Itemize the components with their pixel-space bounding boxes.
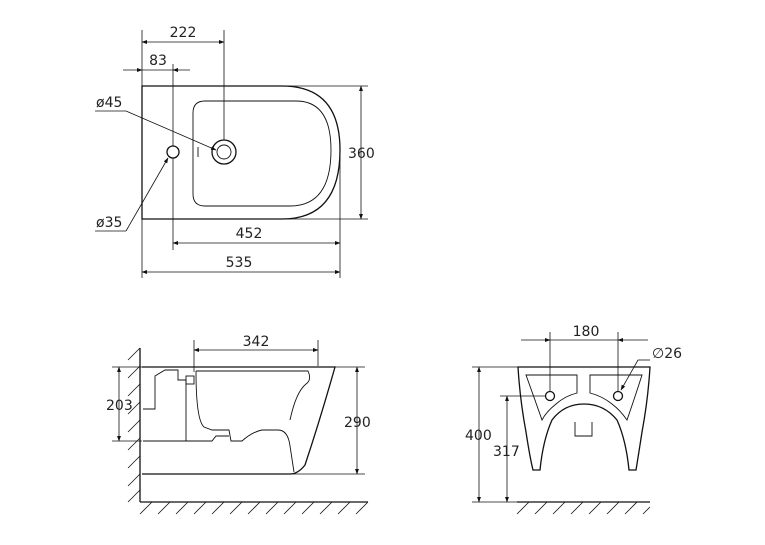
dim-label-535: 535 [226,255,253,271]
rear-view-drain [574,422,593,437]
side-view-base [143,435,229,442]
top-view: 222 83 ø45 ø35 360 452 535 [95,25,375,278]
dim-label-diameter-26: ∅26 [652,346,682,362]
dim-label-342: 342 [243,334,270,350]
dim-label-203: 203 [106,398,133,414]
side-view-bowl [195,370,295,473]
dim-label-360: 360 [348,146,375,162]
dim-label-317: 317 [493,444,520,460]
dim-label-452: 452 [236,226,263,242]
rear-view-hole-right [612,390,624,402]
floor-hatching [516,501,651,515]
top-view-outline [141,85,341,220]
tap-hole-inner [216,144,232,160]
dim-label-diameter-45: ø45 [96,95,122,111]
rear-view-pocket-left [525,374,578,422]
floor-hatching [139,501,369,515]
tap-hole [211,139,237,165]
side-view-outline [142,366,336,475]
overflow-hole [166,145,180,159]
side-view: 342 203 290 [106,334,371,515]
top-view-bowl [192,100,332,207]
wall-hatching [127,347,141,503]
side-view-bowl-wall [196,370,311,421]
leader-35 [125,157,169,232]
rear-view-pocket-right [589,374,643,421]
side-view-inlet [143,369,187,442]
dim-label-83: 83 [149,53,167,69]
dim-label-400: 400 [465,428,492,444]
leader-45 [125,110,217,151]
rear-view-outline [517,366,651,471]
dim-label-290: 290 [344,415,371,431]
rear-view: 180 ∅26 400 317 [465,324,682,515]
leader-26 [620,359,639,391]
rear-view-hole-left [544,390,556,402]
side-view-tap-stub [185,375,195,385]
dim-label-180: 180 [573,324,600,340]
dim-label-222: 222 [170,25,197,41]
dim-label-diameter-35: ø35 [96,215,122,231]
